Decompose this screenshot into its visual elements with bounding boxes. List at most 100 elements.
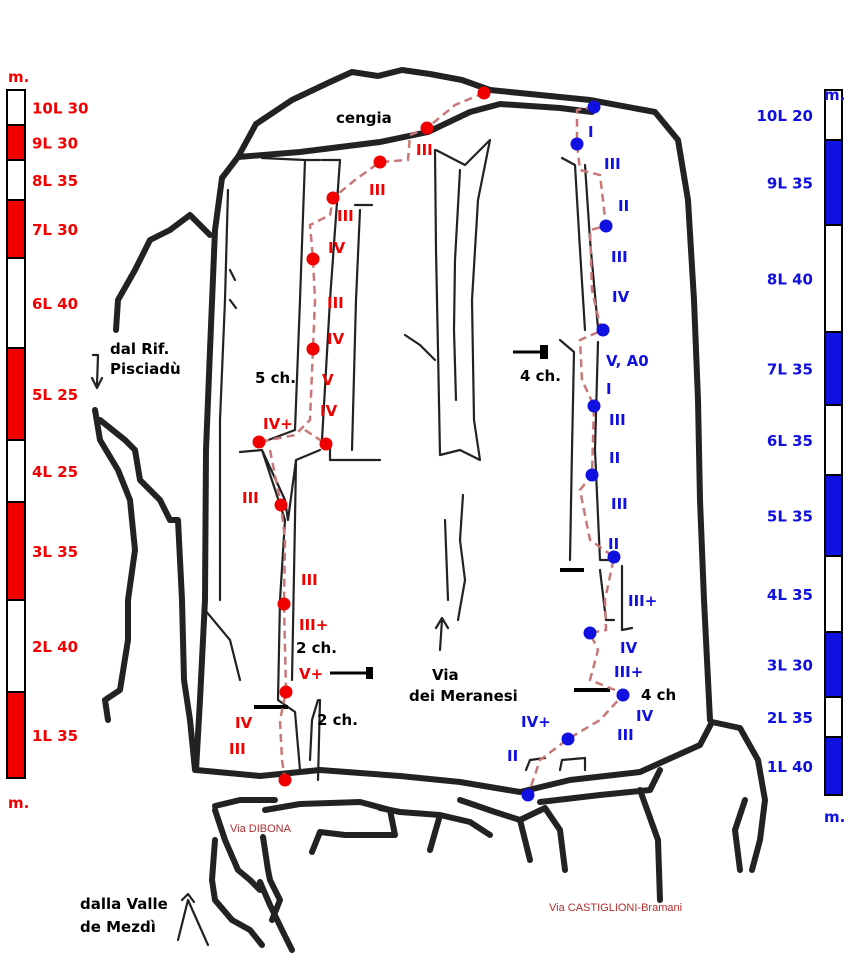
grade-label: IV: [328, 239, 346, 257]
pitch-label: 5L 35: [767, 508, 813, 526]
belay-point: [561, 732, 575, 746]
grade-label: III: [301, 571, 318, 589]
grade-label: IV: [235, 714, 253, 732]
approach-from-hut-label: Pisciadù: [110, 360, 181, 378]
left-scale-unit-bottom: m.: [8, 794, 29, 812]
belay-point: [521, 788, 535, 802]
pitch-label: 10L 30: [32, 100, 89, 118]
pitch-label: 7L 35: [767, 361, 813, 379]
left-route-grades: III III III IV III IV V IV IV+ III III I…: [229, 141, 433, 758]
belay-point: [274, 498, 288, 512]
belay-count-label: 2 ch.: [317, 711, 358, 729]
via-dibona-label: Via DIBONA: [230, 823, 292, 835]
pitch-label: 9L 30: [32, 135, 78, 153]
pitch-label: 6L 35: [767, 432, 813, 450]
pitch-segment: [824, 404, 843, 476]
grade-label: V, A0: [606, 352, 649, 370]
belay-point: [596, 323, 610, 337]
pitch-label: 3L 30: [767, 657, 813, 675]
pitch-label: 2L 40: [32, 638, 78, 656]
pitch-segment: [824, 224, 843, 333]
grade-label: III+: [628, 592, 657, 610]
grade-label: IV: [636, 707, 654, 725]
belay-point: [477, 86, 491, 100]
grade-label: II: [608, 535, 619, 553]
belay-point: [326, 191, 340, 205]
pitch-label: 10L 20: [756, 107, 813, 125]
pitch-label: 1L 40: [767, 758, 813, 776]
belay-point: [607, 550, 621, 564]
grade-label: III: [611, 248, 628, 266]
belay-point: [599, 219, 613, 233]
belay-point: [616, 688, 630, 702]
belay-point: [587, 399, 601, 413]
grade-label: V: [322, 371, 334, 389]
pitch-segment: [824, 555, 843, 633]
belay-point: [373, 155, 387, 169]
cengia-label: cengia: [336, 109, 392, 127]
pitch-segment: [6, 89, 26, 126]
left-scale-unit-top: m.: [8, 68, 29, 86]
pitch-segment: [824, 631, 843, 698]
pitch-label: 9L 35: [767, 175, 813, 193]
belay-point: [583, 626, 597, 640]
pitch-segment: [6, 691, 26, 779]
pitch-label: 1L 35: [32, 727, 78, 745]
grade-label: IV: [320, 402, 338, 420]
grade-label: I: [606, 380, 612, 398]
belay-point: [319, 437, 333, 451]
pitch-label: 2L 35: [767, 709, 813, 727]
belay-point: [420, 121, 434, 135]
pitch-segment: [6, 159, 26, 201]
pitch-segment: [824, 331, 843, 406]
pitch-label: 4L 25: [32, 463, 78, 481]
grade-label: I: [588, 123, 594, 141]
grade-label: IV: [612, 288, 630, 306]
belay-point: [277, 597, 291, 611]
pitch-label: 5L 25: [32, 386, 78, 404]
pitch-label: 6L 40: [32, 295, 78, 313]
grade-label: III+: [299, 616, 328, 634]
grade-label: III: [229, 740, 246, 758]
grade-label: IV: [620, 639, 638, 657]
pitch-segment: [6, 347, 26, 441]
pitch-segment: [824, 474, 843, 557]
grade-label: III: [604, 155, 621, 173]
approach-from-valley-label: de Mezdì: [80, 918, 156, 936]
via-castiglioni-label: Via CASTIGLIONI-Bramani: [549, 902, 682, 914]
right-scale-unit-bottom: m.: [824, 808, 845, 826]
approach-from-hut-label: dal Rif.: [110, 340, 169, 358]
pitch-segment: [6, 599, 26, 693]
belay-point: [570, 137, 584, 151]
rock-outline: [92, 67, 768, 953]
belay-count-label: 5 ch.: [255, 369, 296, 387]
pitch-label: 3L 35: [32, 543, 78, 561]
belay-point: [306, 342, 320, 356]
pitch-label: 7L 30: [32, 221, 78, 239]
pitch-segment: [824, 736, 843, 796]
belay-point: [279, 685, 293, 699]
right-scale-unit-top: m.: [824, 86, 845, 104]
belay-count-label: 2 ch.: [296, 639, 337, 657]
grade-label: III: [242, 489, 259, 507]
via-meranesi-label: dei Meranesi: [409, 687, 518, 705]
grade-label: III: [609, 411, 626, 429]
pitch-segment: [824, 696, 843, 738]
grade-label: II: [609, 449, 620, 467]
right-route-belays: [521, 100, 630, 802]
grade-label: III: [611, 495, 628, 513]
grade-label: II: [507, 747, 518, 765]
pitch-segment: [6, 501, 26, 601]
rock-detail: [90, 138, 634, 947]
belay-point: [252, 435, 266, 449]
left-route-belays: [252, 86, 491, 787]
grade-label: II: [618, 197, 629, 215]
belay-point: [585, 468, 599, 482]
grade-label: III: [327, 294, 344, 312]
grade-label: III: [369, 181, 386, 199]
grade-label: IV+: [263, 415, 293, 433]
right-route-grades: I III II III IV V, A0 I III II III II II…: [507, 123, 657, 765]
belay-point: [587, 100, 601, 114]
